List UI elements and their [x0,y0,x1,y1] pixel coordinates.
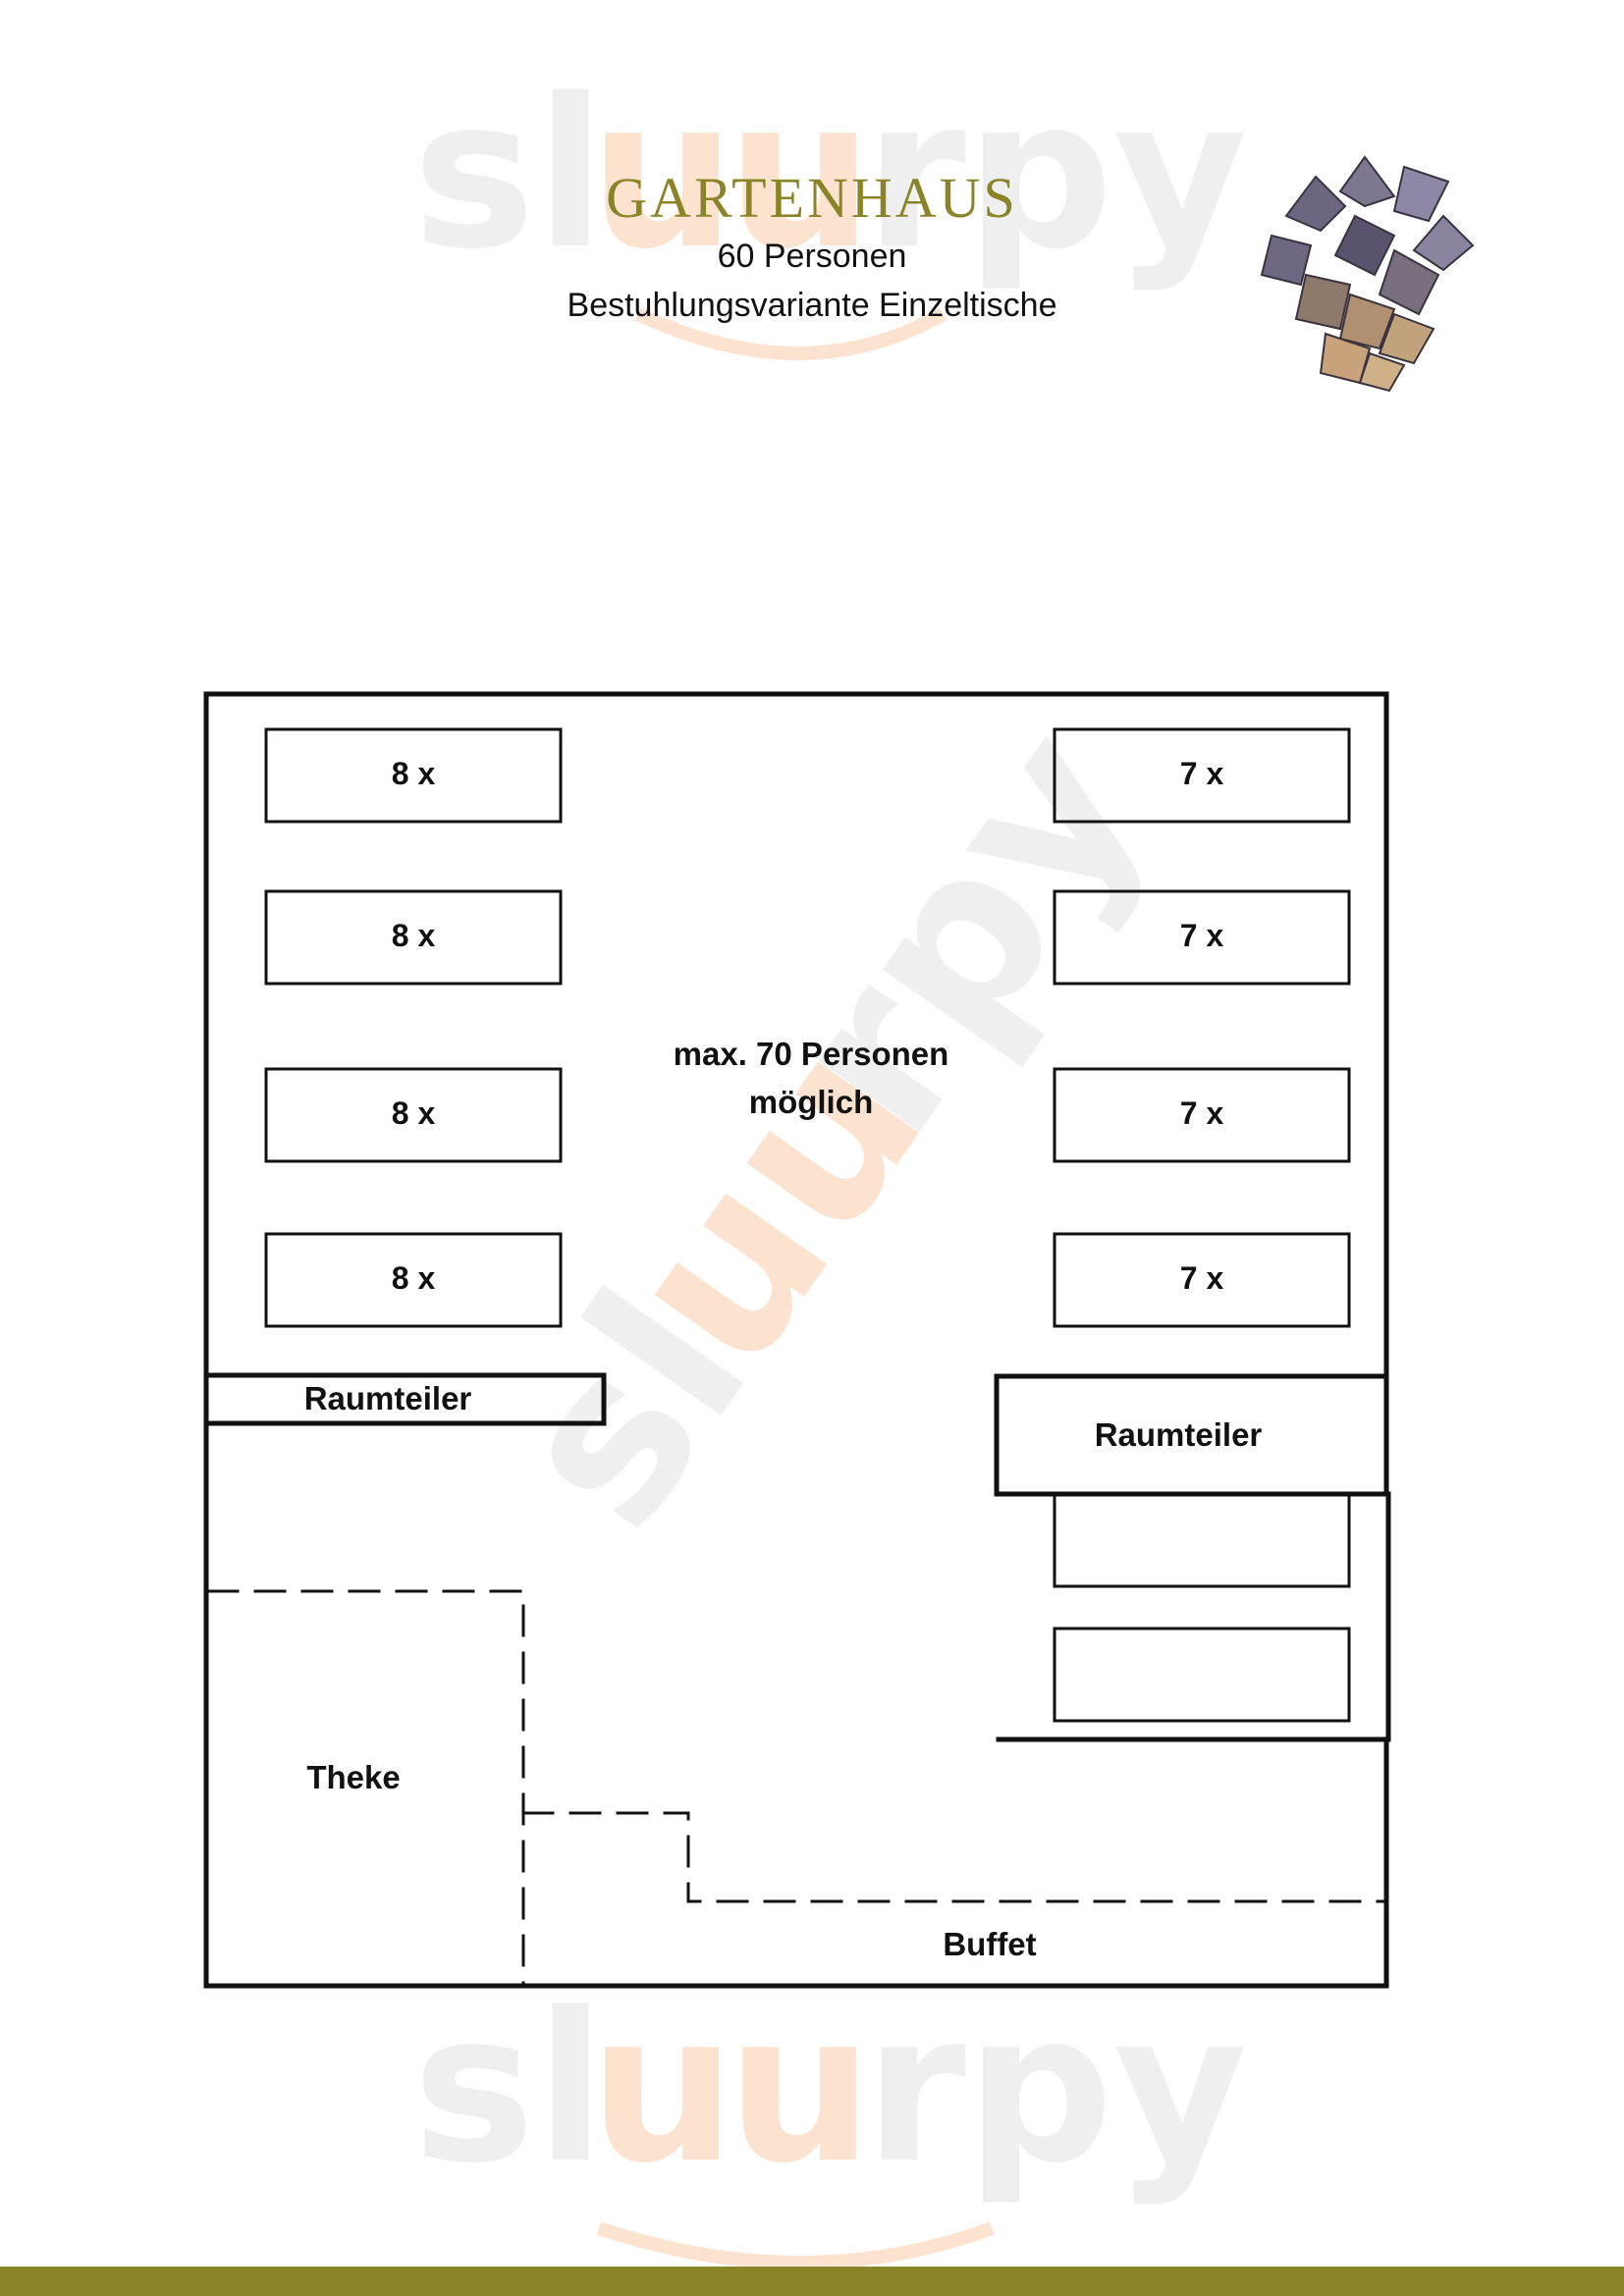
table-right-4 [1053,1232,1351,1328]
table-label-left-3: 8 x [391,1095,436,1131]
divider-left-label: Raumteiler [303,1380,472,1416]
counter-label: Theke [306,1759,401,1795]
table-label-right-1: 7 x [1179,756,1224,791]
table-label-left-1: 8 x [391,756,436,791]
table-label-right-2: 7 x [1179,918,1224,953]
variant-text: Bestuhlungsvariante Einzeltische [567,287,1057,324]
table-left-3 [264,1067,563,1163]
table-left-1 [264,727,563,824]
table-right-5 [1053,1492,1351,1588]
table-right-3 [1053,1067,1351,1163]
page-title: GARTENHAUS [606,166,1018,230]
bottom-wall [203,1737,1389,1989]
counter-area [206,1589,525,1986]
table-label-right-4: 7 x [1179,1260,1224,1296]
niche-wall [996,1491,1391,1742]
table-right-1 [1053,727,1351,824]
center-note-line1: max. 70 Personen [673,1036,949,1072]
divider-right-label: Raumteiler [1094,1416,1263,1453]
buffet-label: Buffet [943,1926,1037,1962]
footer-bar [0,2267,1624,2296]
center-note-line2: möglich [748,1084,874,1120]
divider-right-box [994,1373,1389,1497]
capacity-text: 60 Personen [717,238,907,275]
divider-left-box [203,1372,607,1426]
table-right-2 [1053,889,1351,986]
table-label-right-3: 7 x [1179,1095,1224,1131]
table-label-left-2: 8 x [391,918,436,953]
buffet-area [521,1811,1388,1903]
table-left-2 [264,889,563,986]
table-label-left-4: 8 x [391,1260,436,1296]
table-right-6 [1053,1627,1351,1723]
pinecone-icon [1260,155,1475,393]
outer-wall [203,691,1389,1989]
table-left-4 [264,1232,563,1328]
